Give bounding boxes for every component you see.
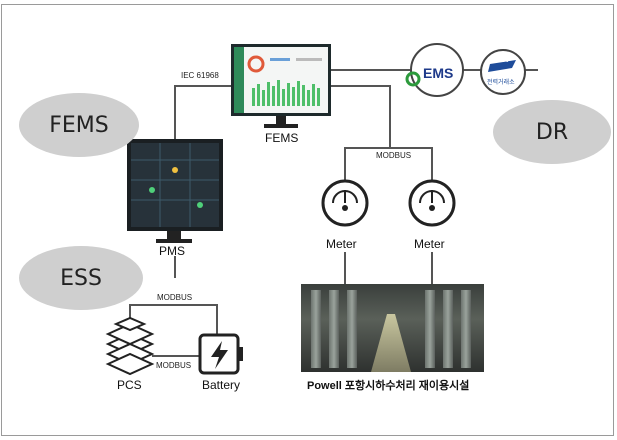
modbus-top-label: MODBUS — [376, 151, 412, 160]
facility-photo — [301, 284, 484, 372]
dr-ellipse: DR — [493, 100, 611, 164]
pcs-label: PCS — [117, 378, 142, 392]
fems-node-label: FEMS — [265, 131, 299, 145]
facility-label: Powell 포항시하수처리 재이용시설 — [307, 380, 470, 392]
pms-monitor — [127, 139, 223, 243]
gems-node — [405, 43, 464, 97]
line-fems-modbus — [330, 85, 391, 148]
kpx-node — [480, 49, 526, 95]
fems-monitor — [231, 44, 331, 128]
line-modbus-meters — [344, 147, 433, 180]
modbus-low-label: MODBUS — [156, 361, 192, 370]
fems-ellipse: FEMS — [19, 93, 139, 157]
connection-lines — [129, 69, 538, 357]
diagram-frame — [1, 4, 614, 436]
pms-label: PMS — [159, 244, 186, 258]
ess-ellipse: ESS — [19, 246, 143, 310]
pcs-stack-icon — [105, 316, 155, 376]
meter-left-label: Meter — [326, 237, 357, 251]
iec-label: IEC 61968 — [181, 71, 219, 80]
battery-icon — [198, 333, 243, 375]
battery-label: Battery — [202, 378, 241, 392]
kpx-logo-text: KPX — [492, 55, 509, 64]
meter-right-label: Meter — [414, 237, 445, 251]
kpx-sub-text: 전력거래소 — [487, 80, 515, 86]
gems-logo-text: EMS — [423, 65, 454, 81]
modbus-mid-label: MODBUS — [157, 293, 193, 302]
meter-left-icon — [321, 179, 369, 227]
line-fems-pms — [174, 85, 231, 140]
meter-right-icon — [408, 179, 456, 227]
